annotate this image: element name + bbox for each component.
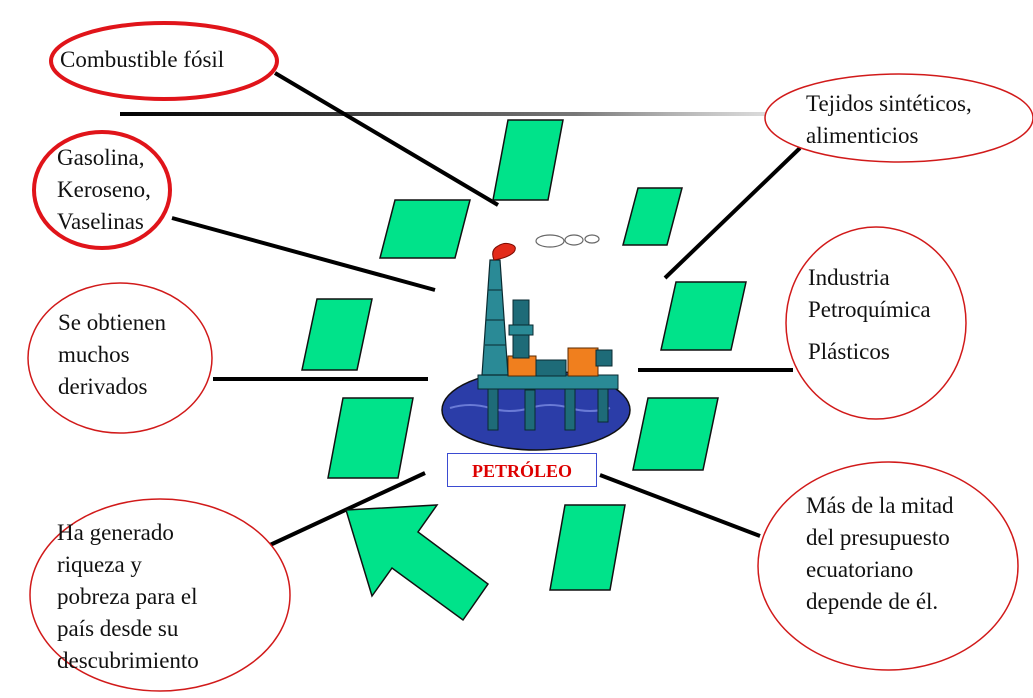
bubble-tejidos-shape bbox=[764, 73, 1033, 163]
bubble-gasolina-line-2: Keroseno, bbox=[57, 177, 151, 202]
diamond-5 bbox=[660, 281, 747, 351]
bubble-combustible-shape bbox=[49, 21, 279, 101]
diamond-7 bbox=[632, 397, 719, 471]
bubble-gasolina-shape bbox=[32, 130, 172, 250]
bubble-riqueza: Ha generado riqueza y pobreza para el pa… bbox=[57, 517, 199, 677]
bubble-gasolina: Gasolina, Keroseno, Vaselinas bbox=[57, 142, 151, 238]
center-label-petroleo: PETRÓLEO bbox=[447, 453, 597, 487]
bubble-riqueza-line-5: descubrimiento bbox=[57, 648, 199, 673]
bubble-presupuesto-line-1: Más de la mitad bbox=[806, 493, 954, 518]
diamond-4 bbox=[301, 298, 373, 371]
arrow-icon bbox=[345, 504, 490, 622]
bubble-presupuesto-line-4: depende de él. bbox=[806, 589, 939, 614]
connector-lines bbox=[171, 71, 802, 547]
bubble-tejidos-line-1: Tejidos sintéticos, bbox=[806, 91, 972, 116]
bubble-gasolina-line-3: Vaselinas bbox=[57, 209, 144, 234]
bubble-derivados-line-2: muchos bbox=[58, 342, 130, 367]
bubble-presupuesto-shape bbox=[757, 461, 1019, 671]
diamond-1 bbox=[492, 119, 564, 201]
bubble-riqueza-line-2: riqueza y bbox=[57, 552, 142, 577]
bubble-riqueza-shape bbox=[29, 498, 291, 692]
bubble-derivados-line-3: derivados bbox=[58, 374, 148, 399]
connector-combustible bbox=[273, 71, 500, 207]
bubble-presupuesto-line-3: ecuatoriano bbox=[806, 557, 914, 582]
bubble-combustible: Combustible fósil bbox=[60, 44, 224, 76]
connector-tejidos bbox=[663, 146, 802, 280]
bubble-riqueza-line-3: pobreza para el bbox=[57, 584, 198, 609]
bubble-riqueza-line-4: país desde su bbox=[57, 616, 179, 641]
connector-presupuesto bbox=[599, 473, 761, 538]
diamond-6 bbox=[327, 397, 414, 479]
diamond-shapes bbox=[301, 119, 747, 591]
diamond-8 bbox=[549, 504, 626, 591]
diamond-3 bbox=[622, 187, 683, 246]
bubble-industria-line-3: Plásticos bbox=[808, 339, 890, 364]
bubble-combustible-line-1: Combustible fósil bbox=[60, 47, 225, 72]
bubble-tejidos: Tejidos sintéticos, alimenticios bbox=[806, 88, 972, 152]
header-divider bbox=[120, 112, 880, 116]
bubble-industria-shape bbox=[785, 226, 967, 420]
bubble-gasolina-line-1: Gasolina, bbox=[57, 145, 145, 170]
bubble-industria: Industria Petroquímica Plásticos bbox=[808, 262, 931, 368]
connector-gasolina bbox=[171, 216, 436, 292]
bubble-derivados-line-1: Se obtienen bbox=[58, 310, 166, 335]
oil-platform-icon bbox=[441, 234, 631, 451]
bubble-tejidos-line-2: alimenticios bbox=[806, 123, 919, 148]
bubble-industria-line-1: Industria bbox=[808, 265, 890, 290]
bubble-derivados: Se obtienen muchos derivados bbox=[58, 307, 166, 403]
bubble-presupuesto: Más de la mitad del presupuesto ecuatori… bbox=[806, 490, 954, 618]
diamond-2 bbox=[379, 199, 471, 259]
bubble-riqueza-line-1: Ha generado bbox=[57, 520, 174, 545]
connector-riqueza bbox=[269, 471, 426, 547]
bubble-presupuesto-line-2: del presupuesto bbox=[806, 525, 950, 550]
bubble-industria-line-2: Petroquímica bbox=[808, 297, 931, 322]
bubble-derivados-shape bbox=[27, 282, 213, 434]
